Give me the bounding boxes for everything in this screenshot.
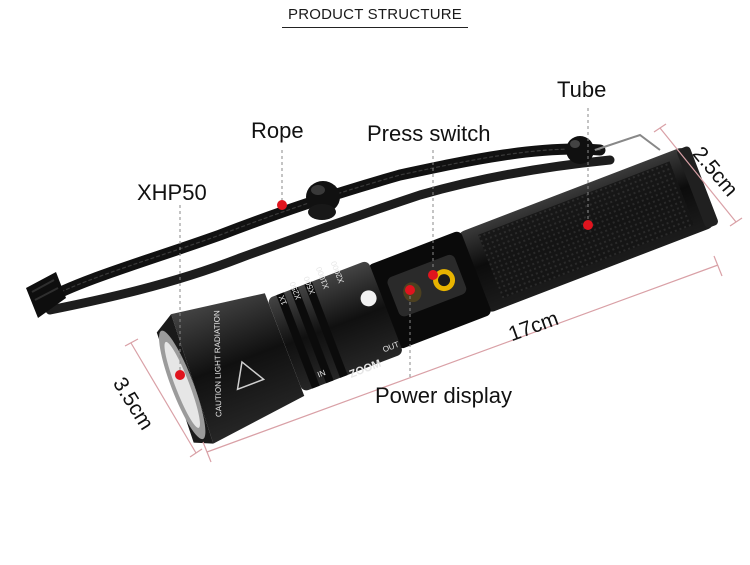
callout-markers [175,200,593,380]
in-text: IN [316,368,327,379]
flashlight-body [156,146,718,444]
callout-leaders [179,108,589,380]
page-title: PRODUCT STRUCTURE [0,6,750,28]
rope-marker [277,200,287,210]
length-dimension-line [206,264,719,453]
tail-dimension-line [659,127,737,223]
tube-label: Tube [557,77,607,102]
caution-text: CAUTION LIGHT RADIATION [212,310,223,417]
caution-triangle-icon [236,360,266,391]
press-switch-label: Press switch [367,121,491,146]
press-switch-marker [428,270,438,280]
xhp50-label: XHP50 [137,180,207,205]
rope-label: Rope [251,118,304,143]
zoom-indicator-dot [360,290,377,307]
cord-lock [306,181,340,220]
lanyard-ring [594,133,661,151]
lanyard-end-tab [26,272,66,318]
power-display-label: Power display [375,383,512,408]
scale-1x: 1X [277,293,289,306]
tube-marker [583,220,593,230]
head-dimension-line [130,342,197,454]
xhp50-marker [175,370,185,380]
flashlight-head [171,293,305,444]
power-display-marker [405,285,415,295]
dimension-lines [124,123,743,463]
lanyard-bead [566,136,594,164]
